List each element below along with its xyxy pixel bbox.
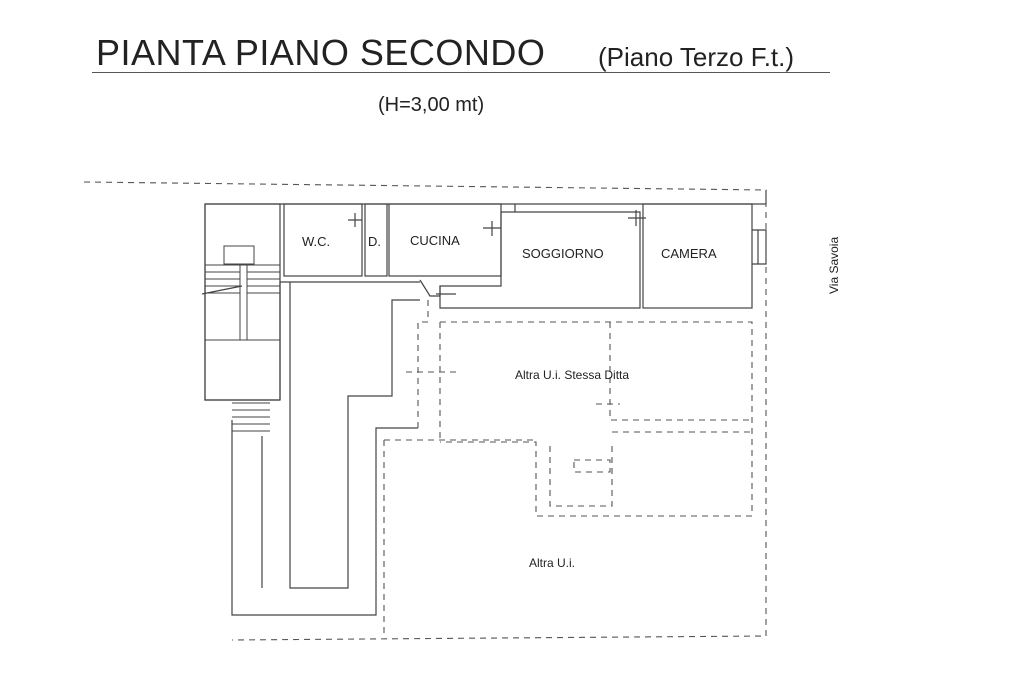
room-labels: W.C. D. CUCINA SOGGIORNO CAMERA [302,233,717,261]
plan-subtitle: (Piano Terzo F.t.) [598,42,795,72]
stair-block-left-wall [204,204,280,401]
wc-room [283,203,363,277]
label-d: D. [368,234,381,249]
soggiorno-room [439,211,641,309]
area-labels: Altra U.i. Stessa Ditta Altra U.i. [515,368,629,570]
solid-walls [201,190,767,616]
corridor-outer-wall [231,420,418,616]
corridor-inner-wall [289,282,420,589]
d-room [364,203,388,277]
title-underline [92,72,830,73]
outer-top-wall [205,190,767,205]
plan-title: PIANTA PIANO SECONDO [96,32,546,73]
stair-steps [205,245,280,432]
altra-ui-stessa-ditta-boundary [440,321,753,517]
stair-block [204,203,281,401]
ceiling-height-note: (H=3,00 mt) [378,94,485,116]
label-altra-ui: Altra U.i. [529,556,575,570]
street-label: Via Savoia [827,237,841,294]
dashed-boundaries [83,181,767,641]
label-wc: W.C. [302,234,330,249]
label-altra-ui-stessa-ditta: Altra U.i. Stessa Ditta [515,368,629,382]
label-cucina: CUCINA [410,233,460,248]
property-boundary [83,181,767,641]
label-soggiorno: SOGGIORNO [522,246,604,261]
camera-room [642,203,753,309]
label-camera: CAMERA [661,246,717,261]
